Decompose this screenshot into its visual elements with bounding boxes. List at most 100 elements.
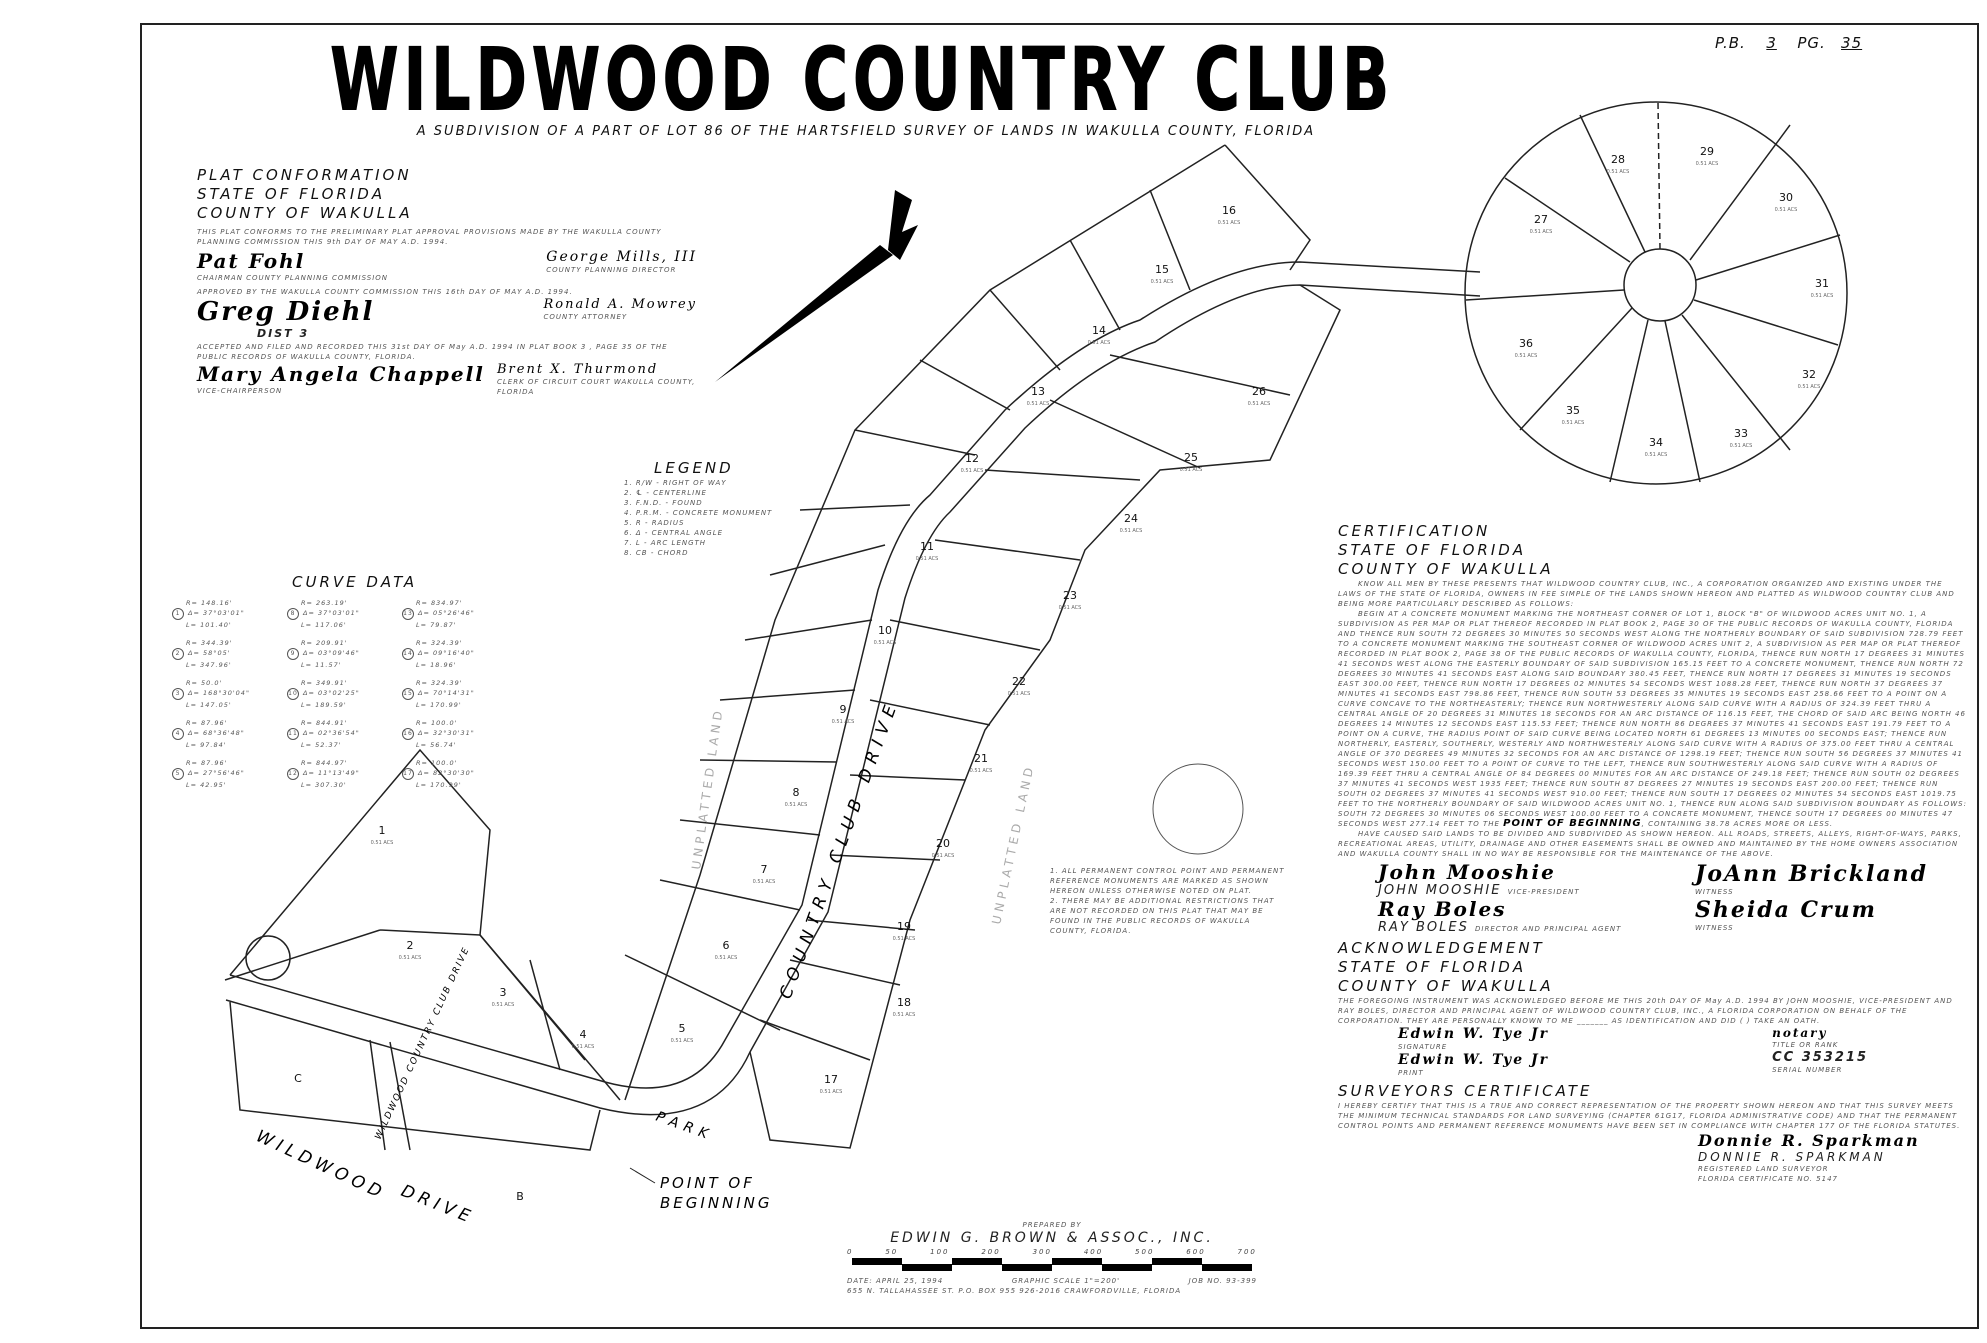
scale-tick: 300 [1032,1248,1052,1256]
plat-page-number: 35 [1841,34,1863,52]
lot-acreage: 0.51 ACS [753,879,776,885]
lot-number: 9 [840,703,847,716]
lot-number: 36 [1519,337,1533,350]
lot-acreage: 0.51 ACS [1562,420,1585,426]
lot-acreage: 0.51 ACS [893,1012,916,1018]
curve-number: 1 [172,608,184,620]
preparer-block: PREPARED BY EDWIN G. BROWN & ASSOC., INC… [847,1221,1257,1295]
lot-acreage: 0.51 ACS [961,468,984,474]
scale-segment [902,1264,952,1271]
legend-item: 3. F.N.D. - FOUND [624,499,703,507]
scale-segment [852,1258,902,1265]
lot-acreage: 0.51 ACS [874,640,897,646]
lot-number: 14 [1092,324,1106,337]
curve-number: 13 [402,608,414,620]
scale-segment [1052,1258,1102,1265]
curve-number: 16 [402,728,414,740]
park-label: PARK [654,1109,716,1145]
drive-label: DRIVE [398,1181,477,1228]
signature: Greg Diehl [197,297,375,327]
lot-acreage: 0.51 ACS [1730,443,1753,449]
surveyors-certificate: SURVEYORS CERTIFICATE I HEREBY CERTIFY T… [1338,1082,1968,1184]
lot-acreage: 0.51 ACS [715,955,738,961]
lot-number: 5 [679,1022,686,1035]
plat-title: WILDWOOD COUNTRY CLUB [330,30,1394,131]
scale-segment [1002,1264,1052,1271]
witness-signature: JoAnn Brickland [1695,861,1928,887]
lot-acreage: 0.51 ACS [1180,467,1203,473]
signature: Donnie R. Sparkman [1698,1131,1920,1150]
signature: Ray Boles [1378,897,1507,921]
heading: STATE OF FLORIDA [197,185,386,203]
point-of-beginning-label: BEGINNING [660,1194,773,1212]
lot-number: 18 [897,996,911,1009]
scale-segment [1152,1258,1202,1265]
lot-number: 28 [1611,153,1625,166]
lot-number: 4 [580,1028,587,1041]
lot-acreage: 0.51 ACS [1811,293,1834,299]
country-club-drive-street-label: WILDWOOD COUNTRY CLUB DRIVE [374,945,473,1141]
legend-item: 8. CB - CHORD [624,549,689,557]
scale-tick: 50 [885,1248,899,1256]
curve-number: 2 [172,648,184,660]
lot-acreage: 0.51 ACS [1775,207,1798,213]
lot-number: 30 [1779,191,1793,204]
lot-acreage: 0.51 ACS [1120,528,1143,534]
lot-number: 16 [1222,204,1236,217]
lot-number: 12 [965,452,979,465]
curve-number: 11 [287,728,299,740]
cul-de-sac [1464,101,1848,485]
curve-number: 9 [287,648,299,660]
lot-number: 24 [1124,512,1138,525]
lot-acreage: 0.51 ACS [1059,605,1082,611]
curve-number: 4 [172,728,184,740]
lot-number: 35 [1566,404,1580,417]
lot-number: 27 [1534,213,1548,226]
lot-acreage: 0.51 ACS [1530,229,1553,235]
graphic-scale-bar [852,1258,1252,1271]
signature: Pat Fohl [197,249,306,273]
lot-number: 11 [920,540,934,553]
lot-number: 21 [974,752,988,765]
lot-acreage: 0.51 ACS [671,1038,694,1044]
legend-item: 7. L - ARC LENGTH [624,539,707,547]
signature: Edwin W. Tye Jr [1398,1026,1549,1042]
plat-book-number: 3 [1766,34,1777,52]
lot-number: 20 [936,837,950,850]
lot-acreage: 0.51 ACS [970,768,993,774]
firm-name: EDWIN G. BROWN & ASSOC., INC. [890,1230,1214,1246]
lot-number: 10 [878,624,892,637]
lot-acreage: 0.51 ACS [820,1089,843,1095]
lot-number: 34 [1649,436,1663,449]
curve-number: 8 [287,608,299,620]
heading: PLAT CONFORMATION [197,166,412,184]
country-club-drive-label: COUNTRY CLUB DRIVE [776,696,903,1001]
legend-item: 5. R - RADIUS [624,519,685,527]
lot-number: 22 [1012,675,1026,688]
lot-acreage: 0.51 ACS [916,556,939,562]
lot-number: 25 [1184,451,1198,464]
lot-acreage: 0.51 ACS [1607,169,1630,175]
legend-item: 6. Δ - CENTRAL ANGLE [624,529,724,537]
lot-number: 26 [1252,385,1266,398]
lot-acreage: 0.51 ACS [1798,384,1821,390]
legend-item: 2. ℄ - CENTERLINE [624,489,707,497]
curve-number: 12 [287,768,299,780]
scale-tick: 200 [981,1248,1001,1256]
lot-number: 23 [1063,589,1077,602]
lot-acreage: 0.51 ACS [1696,161,1719,167]
lot-number: 1 [379,824,386,837]
scale-tick: 600 [1186,1248,1206,1256]
witness-signature: Sheida Crum [1695,897,1877,923]
curve-number: 10 [287,688,299,700]
curve-marker [245,935,291,981]
lot-number: 15 [1155,263,1169,276]
point-of-beginning-text: POINT OF BEGINNING [1503,818,1642,829]
